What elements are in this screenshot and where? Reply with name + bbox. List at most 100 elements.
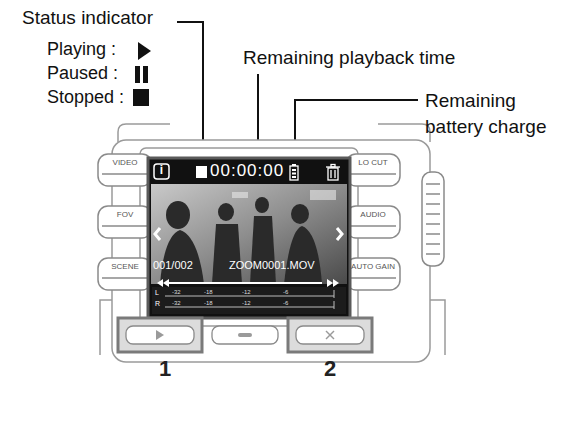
screen [292, 176, 296, 178]
meter-scale: -6 [283, 300, 288, 307]
dial [426, 203, 440, 205]
screen [334, 170, 335, 178]
screen [232, 190, 336, 200]
device-body [100, 124, 445, 362]
screen [291, 204, 309, 224]
button-label: LO CUT [346, 159, 400, 168]
screen [154, 164, 169, 179]
screen [148, 158, 350, 318]
screen [165, 296, 334, 297]
dial [426, 233, 440, 235]
channel-label: R [155, 300, 160, 308]
meter-scale: -32 [172, 289, 181, 296]
bottom-button [296, 326, 364, 344]
bottom-button [156, 330, 252, 340]
screen [292, 164, 296, 166]
meter-scale: -12 [242, 300, 251, 307]
time-display: 00:00:00 [210, 162, 284, 181]
screen [163, 279, 169, 287]
callout-number: 1 [159, 357, 171, 381]
screen [334, 290, 335, 298]
status-symbol [133, 89, 149, 106]
bottom-button [118, 318, 372, 352]
screen [337, 228, 342, 240]
side-button [350, 277, 396, 279]
callout-text: Remaining battery charge [425, 88, 565, 140]
screen [232, 192, 248, 198]
screen [328, 168, 338, 180]
screen [155, 228, 160, 240]
screen [292, 173, 296, 175]
side-button [346, 258, 400, 290]
meter-scale: -18 [204, 300, 213, 307]
status-name: Paused : [47, 64, 118, 84]
screen [148, 158, 350, 318]
screen [250, 216, 276, 284]
meter-scale: -6 [283, 289, 288, 296]
screen [255, 197, 269, 213]
screen [212, 224, 242, 284]
screen [326, 165, 340, 181]
callout-text: Remaining playback time [243, 48, 455, 69]
screen [334, 301, 335, 309]
screen [151, 184, 347, 284]
meter-scale: -12 [242, 289, 251, 296]
screen [330, 170, 331, 178]
button-label: SCENE [98, 263, 152, 272]
button-label: VIDEO [98, 159, 152, 168]
screen [152, 287, 346, 314]
bottom-button [326, 331, 334, 339]
dial [426, 253, 440, 255]
device-body [112, 140, 430, 362]
screen [196, 166, 207, 178]
side-button [102, 277, 148, 279]
screen [290, 166, 298, 180]
side-button [98, 258, 152, 290]
callout-number: 2 [324, 357, 336, 381]
dial [426, 193, 440, 195]
status-name: Stopped : [47, 88, 124, 108]
screen [166, 201, 190, 229]
status-name: Playing : [47, 40, 116, 60]
bottom-button [238, 333, 252, 337]
dial [426, 213, 440, 215]
status-symbol [135, 66, 140, 83]
side-button [102, 225, 148, 227]
bottom-button [288, 318, 372, 352]
info-icon: i [154, 164, 169, 177]
screen [331, 165, 335, 168]
dial [426, 183, 440, 185]
button-label: AUDIO [346, 211, 400, 220]
bottom-button [126, 326, 194, 344]
file-counter: 001/002 [153, 259, 193, 271]
screen [310, 190, 336, 200]
side-button [350, 173, 396, 175]
side-button [346, 206, 400, 238]
device-body [140, 148, 358, 326]
status-symbol [143, 66, 148, 83]
screen [165, 307, 334, 308]
meter-scale: -32 [172, 300, 181, 307]
bottom-button [212, 326, 278, 344]
screen [284, 226, 322, 284]
dial [422, 172, 444, 266]
side-button [98, 154, 400, 290]
screen [168, 282, 322, 284]
bottom-button [326, 331, 334, 339]
dial [426, 223, 440, 225]
screen [292, 169, 296, 171]
side-button [98, 206, 152, 238]
screen [157, 279, 163, 287]
button-label: AUTO GAIN [346, 263, 400, 272]
screen [155, 228, 342, 240]
side-button [98, 154, 152, 186]
side-button [102, 173, 148, 175]
bottom-button [156, 330, 164, 340]
side-button [350, 225, 396, 227]
screen [165, 290, 334, 309]
meter-scale: -18 [204, 289, 213, 296]
file-name: ZOOM0001.MOV [229, 259, 315, 271]
button-label: FOV [98, 211, 152, 220]
screen [327, 279, 333, 287]
